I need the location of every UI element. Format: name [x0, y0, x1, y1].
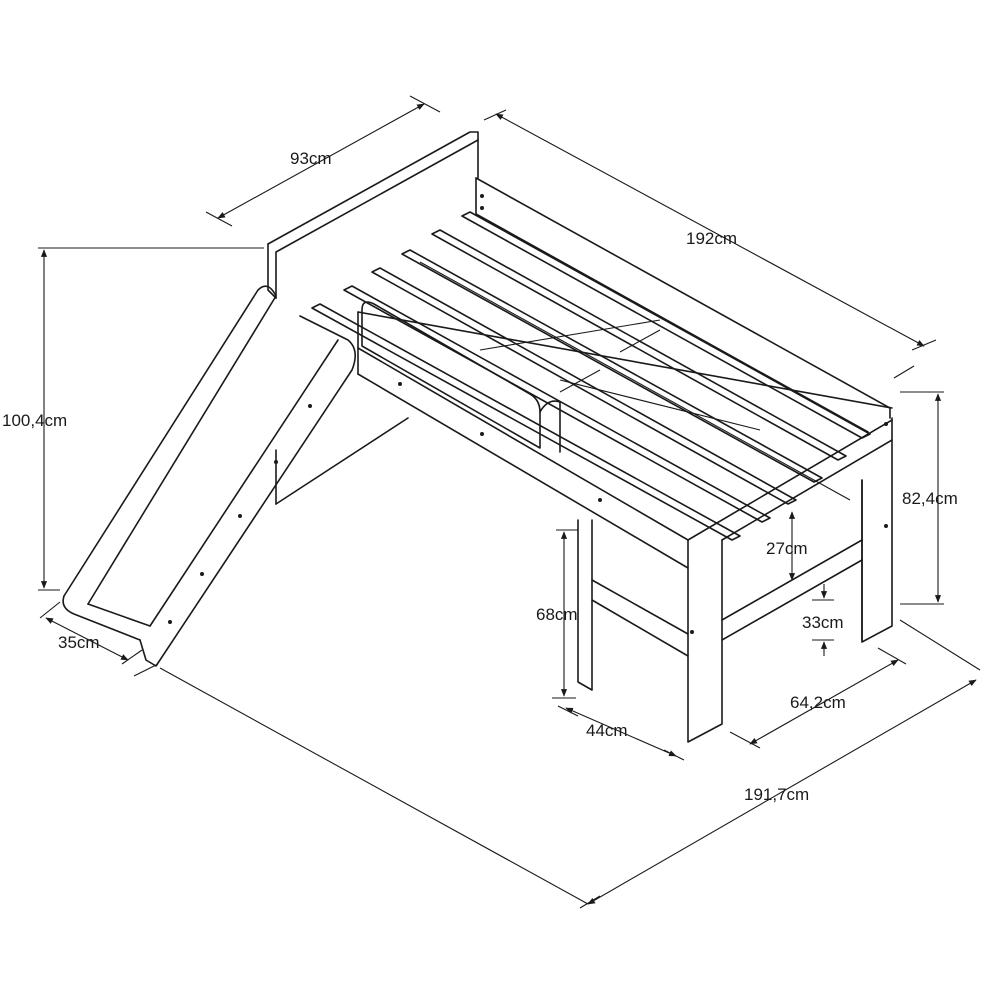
- label-shelf-height: 68cm: [536, 605, 578, 624]
- label-total-length: 191,7cm: [744, 785, 809, 804]
- bed-drawing: [62, 131, 893, 743]
- dimension-lines: [38, 95, 981, 909]
- label-shelf-clearance: 27cm: [766, 539, 808, 558]
- guard-rail: [361, 301, 561, 453]
- dim-ext-93-left: [205, 211, 233, 227]
- dim-line-192: [495, 113, 925, 347]
- dimension-labels: 93cm 192cm 100,4cm 82,4cm 35cm 27cm 68cm…: [2, 149, 958, 804]
- label-frame-depth: 64,2cm: [790, 693, 846, 712]
- shelf-unit: [577, 479, 863, 691]
- label-bottom-clearance: 33cm: [802, 613, 844, 632]
- dim-ext-191-left-a: [133, 663, 159, 677]
- label-bed-height: 82,4cm: [902, 489, 958, 508]
- dim-ext-35-left: [39, 601, 61, 619]
- label-headboard-width: 93cm: [290, 149, 332, 168]
- dim-ext-192-left: [483, 109, 507, 121]
- dim-line-35: [45, 617, 129, 661]
- label-slide-width: 35cm: [58, 633, 100, 652]
- dim-line-93: [217, 103, 425, 219]
- label-total-height: 100,4cm: [2, 411, 67, 430]
- dim-ext-191-left-b: [579, 895, 601, 909]
- dim-ext-64-right: [877, 647, 907, 665]
- label-shelf-depth: 44cm: [586, 721, 628, 740]
- dim-ext-191-right: [899, 619, 981, 671]
- front-rail: [357, 311, 893, 569]
- back-rail: [475, 177, 891, 433]
- back-panel: [275, 417, 409, 505]
- dim-line-191-base: [159, 667, 589, 905]
- slide: [62, 285, 356, 667]
- dim-ext-44-left: [557, 705, 579, 717]
- dim-ext-35-right: [121, 649, 143, 665]
- dim-ext-64-left: [729, 731, 761, 749]
- slats: [311, 211, 871, 541]
- label-bed-length: 192cm: [686, 229, 737, 248]
- dim-line-191: [587, 679, 977, 905]
- dim-ext-93-right: [409, 95, 441, 113]
- dim-ext-82-top: [893, 365, 915, 379]
